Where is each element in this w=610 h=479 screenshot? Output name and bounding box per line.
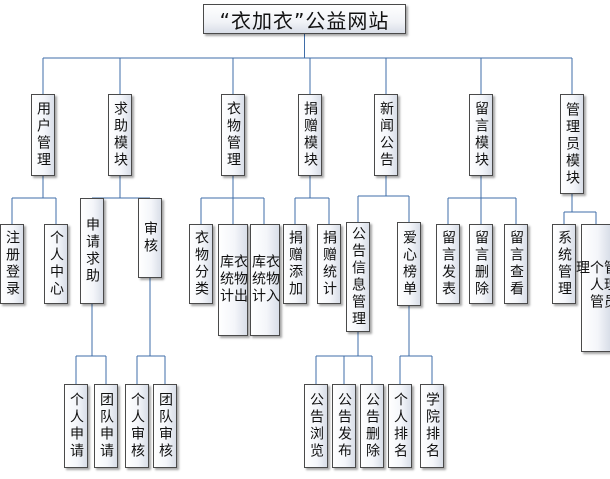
node-message-view: 留言查看: [504, 224, 528, 304]
node-team-apply: 团队申请: [94, 384, 118, 468]
node-label: 衣物出库统计: [218, 254, 248, 305]
node-message-delete: 留言删除: [469, 224, 493, 304]
node-label: 留言模块: [473, 101, 489, 169]
node-clothes-category: 衣物分类: [189, 224, 213, 304]
node-notice-delete: 公告删除: [360, 384, 384, 468]
node-notice-publish: 公告发布: [332, 384, 356, 468]
node-news-notice: 新闻公告: [374, 94, 398, 176]
node-message-post: 留言发表: [436, 224, 460, 304]
node-review: 审核: [138, 198, 162, 278]
node-team-review: 团队审核: [153, 384, 177, 468]
node-label: 留言发表: [440, 230, 456, 298]
node-admin-module: 管理员模块: [560, 94, 584, 194]
node-clothes-management: 衣物管理: [221, 94, 245, 176]
node-personal-review: 个人审核: [125, 384, 149, 468]
node-donate-module: 捐赠模块: [298, 94, 322, 176]
node-register-login: 注册登录: [0, 224, 24, 304]
node-label: 衣物分类: [193, 230, 209, 298]
node-notice-browse: 公告浏览: [304, 384, 328, 468]
node-college-rank: 学院排名: [420, 384, 444, 468]
node-label: 管理员个人管理: [574, 260, 610, 311]
node-label: 衣物入库统计: [250, 254, 280, 305]
node-label: 公告浏览: [308, 392, 324, 460]
node-clothes-in-stats: 衣物入库统计: [250, 224, 280, 336]
node-label: 注册登录: [4, 230, 20, 298]
node-label: 爱心榜单: [401, 230, 417, 298]
node-clothes-out-stats: 衣物出库统计: [218, 224, 248, 336]
node-label: 公告信息管理: [350, 226, 366, 328]
node-message-module: 留言模块: [469, 94, 493, 176]
node-love-board: 爱心榜单: [397, 222, 421, 306]
node-label: 捐赠统计: [321, 230, 337, 298]
node-label: 用户管理: [35, 101, 51, 169]
node-label: 管理员模块: [564, 101, 580, 187]
node-label: 求助模块: [112, 101, 128, 169]
node-root: “衣加衣”公益网站: [203, 4, 406, 34]
node-personal-center: 个人中心: [44, 224, 68, 304]
node-root-label: “衣加衣”公益网站: [219, 8, 390, 33]
node-personal-apply: 个人申请: [64, 384, 88, 468]
node-label: 公告发布: [336, 392, 352, 460]
node-label: 团队申请: [98, 392, 114, 460]
node-donate-add: 捐赠添加: [283, 224, 307, 304]
node-label: 个人排名: [392, 392, 408, 460]
node-label: 审核: [142, 221, 158, 255]
node-help-module: 求助模块: [108, 94, 132, 176]
node-label: 留言查看: [508, 230, 524, 298]
node-label: 捐赠模块: [302, 101, 318, 169]
node-label: 团队审核: [157, 392, 173, 460]
node-personal-rank: 个人排名: [388, 384, 412, 468]
node-label: 学院排名: [424, 392, 440, 460]
node-label: 留言删除: [473, 230, 489, 298]
node-donate-stats: 捐赠统计: [317, 224, 341, 304]
node-label: 系统管理: [556, 230, 572, 298]
node-label: 公告删除: [364, 392, 380, 460]
node-user-management: 用户管理: [31, 94, 55, 176]
node-label: 捐赠添加: [287, 230, 303, 298]
node-label: 个人审核: [129, 392, 145, 460]
node-system-management: 系统管理: [552, 224, 576, 304]
node-admin-personal-management: 管理员个人管理: [574, 224, 610, 352]
node-label: 个人申请: [68, 392, 84, 460]
node-apply-help: 申请求助: [80, 198, 104, 304]
node-label: 新闻公告: [378, 101, 394, 169]
node-notice-info-management: 公告信息管理: [346, 222, 370, 332]
node-label: 个人中心: [48, 230, 64, 298]
node-label: 衣物管理: [225, 101, 241, 169]
node-label: 申请求助: [84, 217, 100, 285]
